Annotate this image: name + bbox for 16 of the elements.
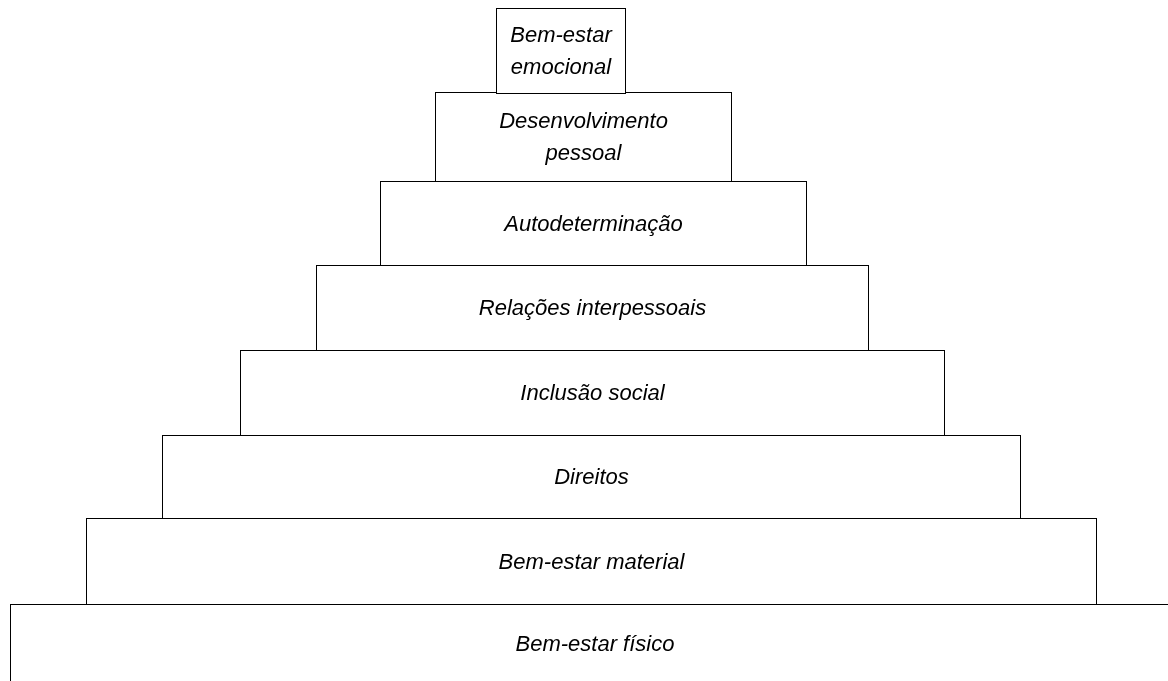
level-label: Relações interpessoais	[478, 294, 707, 322]
pyramid-level	[380, 181, 807, 266]
level-label: Bem-estar emocional	[509, 21, 614, 81]
pyramid-level	[162, 435, 1021, 519]
level-label: Inclusão social	[520, 379, 665, 407]
pyramid-level	[316, 265, 869, 351]
level-label: Desenvolvimento pessoal	[498, 107, 669, 167]
pyramid-level	[10, 604, 1168, 681]
pyramid-level	[240, 350, 945, 436]
level-label: Bem-estar material	[498, 547, 685, 576]
pyramid-level	[435, 92, 732, 182]
pyramid-level	[496, 8, 626, 94]
level-label: Autodeterminação	[504, 209, 683, 238]
pyramid-level	[86, 518, 1097, 605]
level-label: Direitos	[554, 463, 629, 491]
level-label: Bem-estar físico	[515, 629, 675, 658]
